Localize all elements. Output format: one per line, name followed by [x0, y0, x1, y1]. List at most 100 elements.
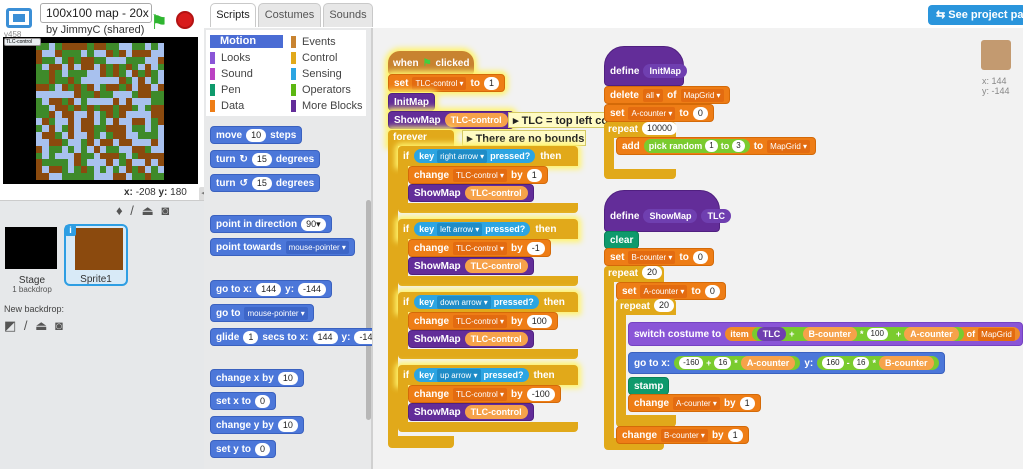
- map-cell: [36, 152, 43, 160]
- map-cell: [80, 166, 88, 174]
- map-cell: [106, 90, 113, 98]
- new-backdrop-tools[interactable]: ◩ / ⏏ ◙: [4, 318, 65, 334]
- category-control[interactable]: Control: [291, 51, 337, 64]
- stage-thumbnail[interactable]: [5, 227, 57, 269]
- tab-sounds[interactable]: Sounds: [323, 3, 373, 27]
- map-cell: [80, 97, 88, 105]
- stage-canvas[interactable]: TLC-control: [3, 37, 198, 184]
- map-cell: [68, 97, 75, 105]
- category-motion[interactable]: Motion: [210, 35, 283, 48]
- sprite-thumbnail[interactable]: [75, 228, 123, 270]
- map-cell: [112, 152, 120, 160]
- tab-costumes[interactable]: Costumes: [258, 3, 321, 27]
- map-cell: [125, 152, 132, 160]
- map-cell: [93, 166, 100, 174]
- map-cell: [132, 104, 139, 112]
- map-cell: [157, 84, 164, 91]
- map-cell: [74, 125, 81, 133]
- map-cell: [132, 49, 139, 57]
- block-clear[interactable]: clear: [604, 231, 640, 249]
- map-cell: [80, 43, 88, 50]
- block-when-flag-clicked[interactable]: when⚑clicked: [388, 51, 475, 75]
- map-cell: [112, 166, 120, 174]
- comment-tlc[interactable]: ▸ TLC = top left corn: [508, 112, 610, 128]
- palette-scrollbar[interactable]: [366, 200, 371, 420]
- map-cell: [68, 125, 75, 133]
- category-looks[interactable]: Looks: [210, 51, 250, 64]
- category-operators[interactable]: Operators: [291, 83, 351, 96]
- category-sound[interactable]: Sound: [210, 67, 253, 80]
- category-pen[interactable]: Pen: [210, 83, 241, 96]
- map-cell: [42, 152, 49, 160]
- tab-scripts[interactable]: Scripts: [210, 3, 256, 27]
- if-end: [398, 349, 578, 359]
- map-cell: [87, 118, 94, 126]
- category-sensing[interactable]: Sensing: [291, 67, 342, 80]
- map-cell: [132, 166, 139, 174]
- category-events[interactable]: Events: [291, 35, 336, 48]
- block-forever[interactable]: [388, 130, 454, 146]
- map-cell: [93, 159, 100, 167]
- block-stamp[interactable]: stamp: [628, 377, 670, 395]
- comment-bounds[interactable]: ▸ There are no bounds ...: [462, 130, 586, 146]
- map-cell: [87, 90, 94, 98]
- category-more-blocks[interactable]: More Blocks: [291, 99, 363, 112]
- map-cell: [144, 70, 152, 78]
- collapse-stage-button[interactable]: ◂: [199, 187, 207, 201]
- block-initmap-call[interactable]: InitMap: [388, 93, 435, 111]
- green-flag-icon[interactable]: ⚑: [150, 12, 168, 34]
- sprite-info-icon[interactable]: i: [65, 225, 76, 236]
- new-sprite-tools[interactable]: ♦ / ⏏ ◙: [116, 203, 171, 219]
- map-cell: [93, 125, 100, 133]
- repeat-arm: [604, 137, 614, 171]
- stop-icon[interactable]: [176, 11, 194, 29]
- map-cell: [74, 152, 81, 160]
- project-title-input[interactable]: 100x100 map - 20x: [40, 3, 152, 23]
- map-cell: [157, 166, 164, 174]
- map-cell: [42, 173, 49, 180]
- map-cell: [100, 56, 107, 64]
- map-cell: [157, 43, 164, 50]
- map-cell: [74, 90, 81, 98]
- category-data[interactable]: Data: [210, 99, 244, 112]
- see-project-page-button[interactable]: ⇆ See project pa: [928, 5, 1023, 25]
- map-cell: [119, 159, 126, 167]
- fullscreen-icon[interactable]: [6, 8, 32, 28]
